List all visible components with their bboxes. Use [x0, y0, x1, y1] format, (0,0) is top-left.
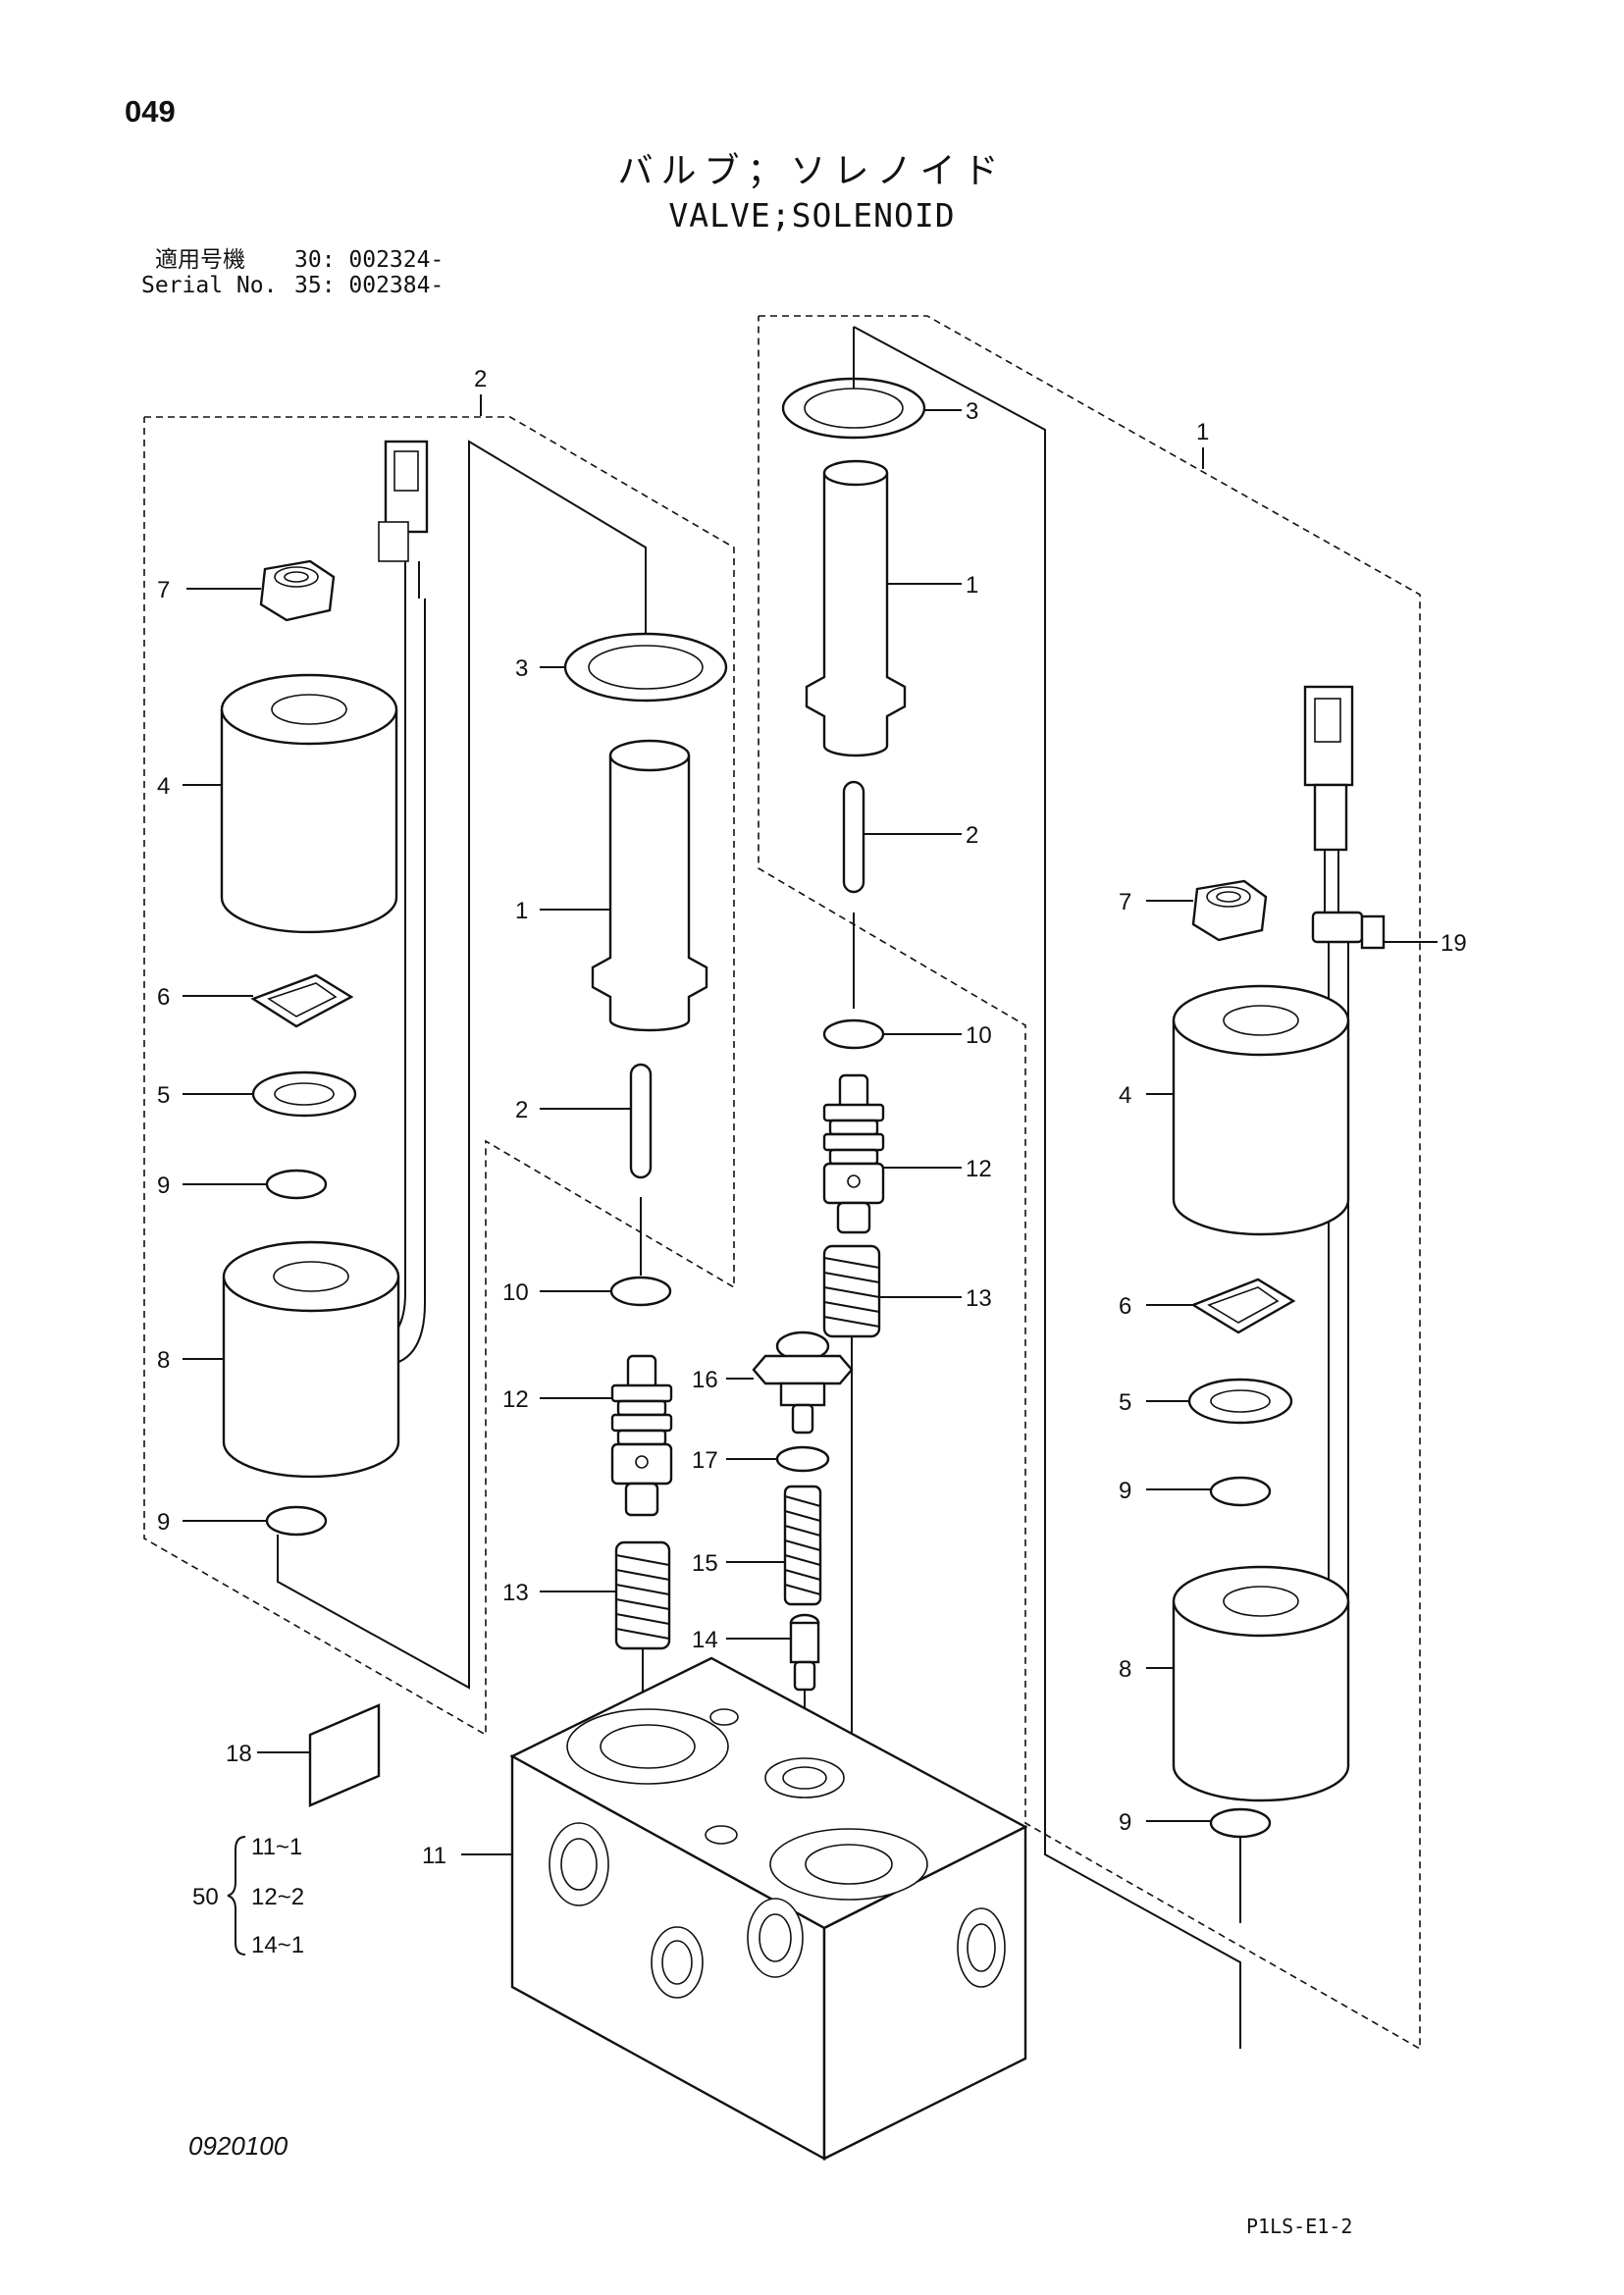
connector-icon	[1303, 685, 1354, 913]
callout-cl-12: 12	[502, 1386, 529, 1413]
valve-spool-icon	[822, 1073, 885, 1234]
kit-number: 50	[192, 1884, 219, 1910]
kit-item: 14~1	[251, 1932, 304, 1958]
callout-right-5: 5	[1119, 1389, 1131, 1416]
callout-c-16: 16	[692, 1367, 718, 1393]
pin-icon	[842, 780, 865, 894]
hex-nut-icon	[1191, 879, 1268, 942]
nameplate-icon	[308, 1703, 381, 1807]
callout-cl-3: 3	[515, 655, 528, 682]
spring-icon	[614, 1540, 671, 1650]
spring-icon	[783, 1485, 822, 1606]
sheet-code: P1LS-E1-2	[1246, 2215, 1353, 2238]
kit-item: 11~1	[251, 1834, 302, 1860]
kit-item: 12~2	[251, 1884, 304, 1910]
callout-right-9b: 9	[1119, 1809, 1131, 1836]
spring-icon	[822, 1244, 881, 1338]
callout-right-19: 19	[1441, 930, 1467, 957]
callout-left-9a: 9	[157, 1173, 170, 1199]
sleeve-tube-icon	[591, 739, 708, 1032]
poppet-icon	[789, 1613, 820, 1692]
callout-cl-10: 10	[502, 1279, 529, 1306]
callout-c-15: 15	[692, 1550, 718, 1577]
solenoid-coil-icon	[222, 1240, 400, 1479]
assembly-1-boundary	[758, 315, 1421, 2051]
callout-left-4: 4	[157, 773, 170, 800]
callout-left-5: 5	[157, 1082, 170, 1109]
callout-right-4: 4	[1119, 1082, 1131, 1109]
serial-label-japanese: 適用号機	[155, 247, 245, 273]
kit-bracket	[227, 1836, 246, 1956]
callout-left-9b: 9	[157, 1509, 170, 1536]
assembly-2-boundary	[143, 416, 735, 1737]
diagram-code: 0920100	[188, 2131, 288, 2161]
o-ring-icon	[775, 1445, 830, 1473]
callout-assembly-2: 2	[474, 366, 487, 392]
callout-cl-1: 1	[515, 898, 528, 924]
callout-cr-1: 1	[966, 572, 978, 599]
callout-cr-13: 13	[966, 1285, 992, 1312]
seal-ring-icon	[563, 632, 728, 703]
callout-right-9a: 9	[1119, 1478, 1131, 1504]
callout-cl-11: 11	[422, 1843, 446, 1869]
hex-nut-icon	[259, 559, 336, 622]
callout-cr-12: 12	[966, 1156, 992, 1182]
solenoid-coil-icon	[1172, 1565, 1350, 1802]
o-ring-icon	[1209, 1807, 1272, 1839]
valve-body-icon	[509, 1656, 1028, 2162]
callout-assembly-1: 1	[1196, 419, 1209, 445]
page-number: 049	[125, 94, 176, 129]
callout-cr-3: 3	[966, 398, 978, 425]
cable-clip-icon	[1311, 911, 1386, 950]
o-ring-icon	[265, 1505, 328, 1537]
callout-left-7: 7	[157, 577, 170, 603]
callout-cr-10: 10	[966, 1022, 992, 1049]
callout-right-6: 6	[1119, 1293, 1131, 1320]
sleeve-tube-icon	[805, 459, 907, 757]
serial-label-english: Serial No.	[141, 273, 278, 298]
serial-entry: 30: 002324-	[294, 247, 445, 273]
callout-right-8: 8	[1119, 1656, 1131, 1683]
pin-icon	[629, 1063, 653, 1179]
washer-icon	[1187, 1378, 1293, 1425]
o-ring-icon	[265, 1169, 328, 1200]
o-ring-icon	[822, 1018, 885, 1050]
serial-entry: 35: 002384-	[294, 273, 445, 298]
washer-icon	[251, 1070, 357, 1118]
page-title-english: VALVE;SOLENOID	[668, 196, 956, 235]
gasket-icon	[250, 973, 354, 1028]
plug-icon	[752, 1330, 854, 1434]
callout-cl-13: 13	[502, 1580, 529, 1606]
solenoid-coil-icon	[1172, 984, 1350, 1236]
callout-cr-2: 2	[966, 822, 978, 849]
callout-left-8: 8	[157, 1347, 170, 1374]
gasket-icon	[1190, 1278, 1296, 1334]
valve-spool-icon	[610, 1354, 673, 1517]
callout-cl-2: 2	[515, 1097, 528, 1123]
connector-icon	[378, 440, 429, 599]
o-ring-icon	[609, 1276, 672, 1307]
solenoid-coil-icon	[220, 673, 398, 934]
callout-left-18: 18	[226, 1741, 252, 1767]
callout-c-14: 14	[692, 1627, 718, 1653]
seal-ring-icon	[781, 377, 926, 440]
o-ring-icon	[1209, 1476, 1272, 1507]
callout-left-6: 6	[157, 984, 170, 1011]
callout-c-17: 17	[692, 1447, 718, 1474]
page-title-japanese: バルブ；ソレノイド	[617, 150, 1007, 190]
callout-right-7: 7	[1119, 889, 1131, 915]
